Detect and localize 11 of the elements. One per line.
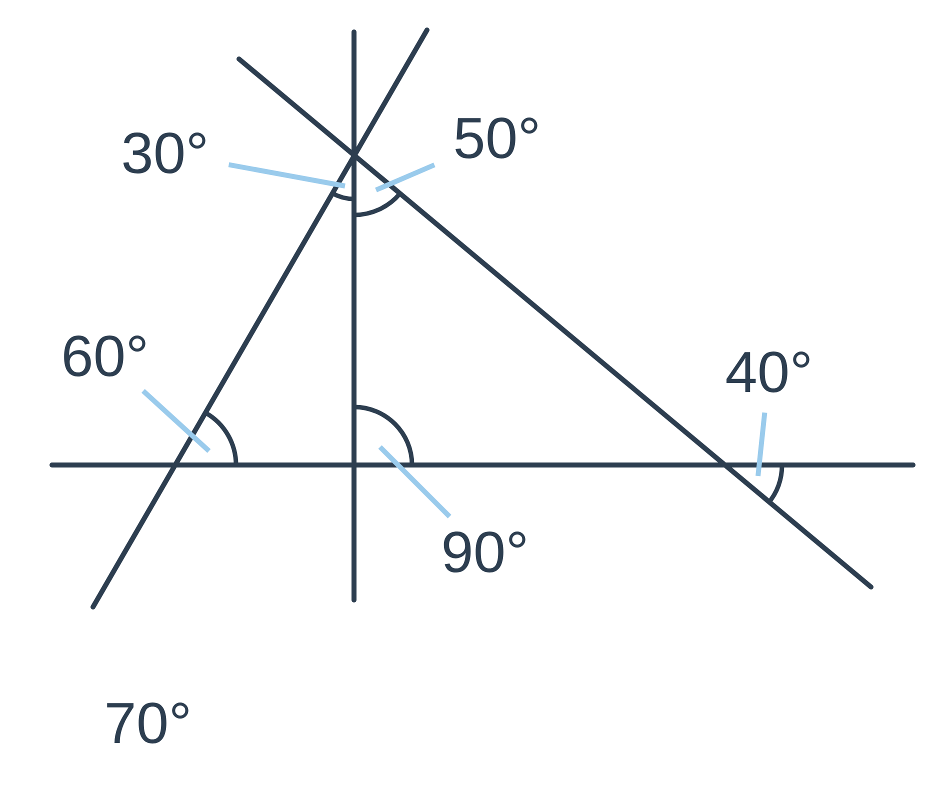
angle-label: 60°: [64, 335, 146, 377]
angle-label: 50°: [455, 117, 538, 159]
leader-line: [228, 162, 346, 188]
angle-label: 70°: [107, 702, 188, 744]
angle-label: 40°: [726, 351, 810, 393]
angle-label: 30°: [123, 132, 206, 174]
leader-line: [141, 389, 211, 453]
leader-line: [378, 445, 452, 518]
angle-label: 90°: [444, 531, 526, 573]
leader-line: [375, 162, 436, 192]
leader-line: [756, 412, 768, 476]
